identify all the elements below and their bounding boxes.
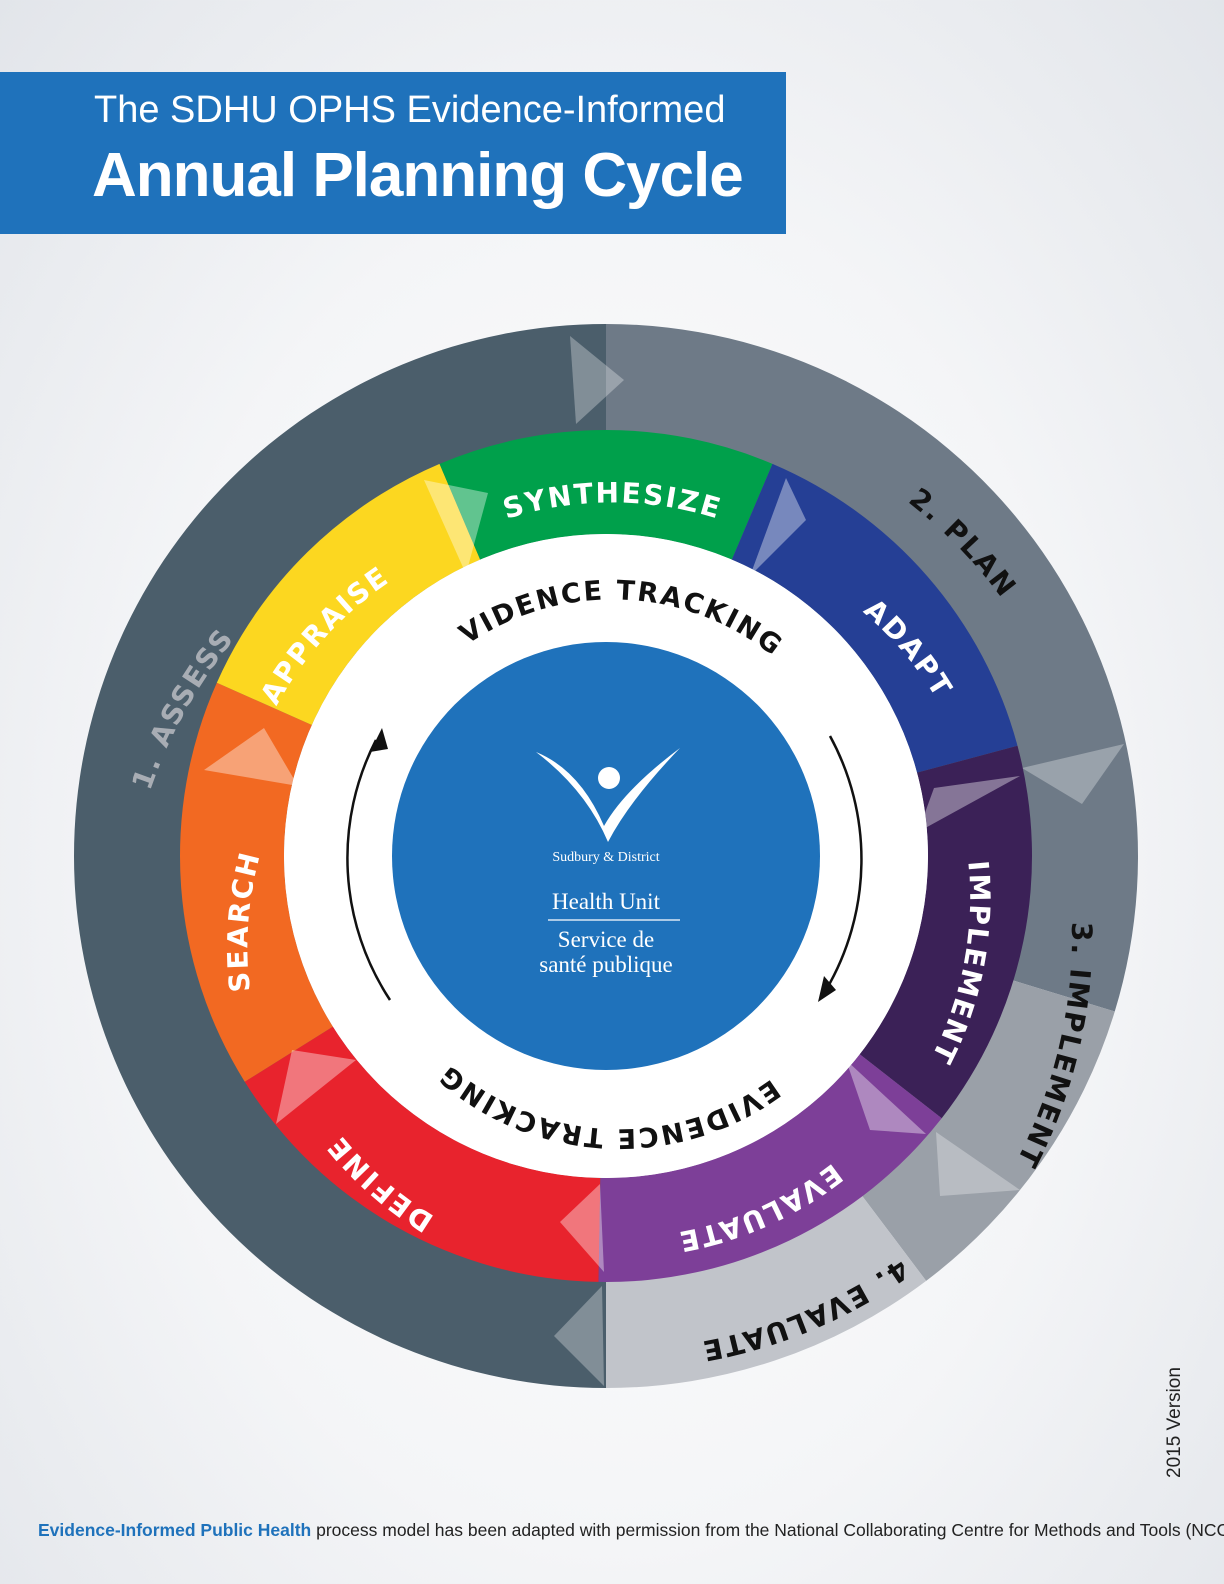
middle-segment-implement <box>859 745 1032 1119</box>
cycle-arrow-right <box>824 735 863 991</box>
center-logo-disc <box>392 642 820 1070</box>
logo-text-health-unit: Health Unit <box>552 889 661 914</box>
logo-head-icon <box>598 767 620 789</box>
cycle-arrow-left <box>346 739 392 1001</box>
footer-credit: Evidence-Informed Public Health process … <box>38 1520 1224 1541</box>
cycle-arrowhead-left <box>370 728 388 752</box>
outer-segment-assess <box>74 324 606 1388</box>
outer-chevrons <box>554 336 1124 1386</box>
logo-text-service: Service de <box>558 927 654 952</box>
middle-segment-define <box>244 1026 601 1282</box>
title-banner: The SDHU OPHS Evidence-Informed Annual P… <box>0 72 786 234</box>
footer-highlight: Evidence-Informed Public Health <box>38 1520 312 1540</box>
title-subheading: The SDHU OPHS Evidence-Informed <box>94 89 726 131</box>
footer-text: process model has been adapted with perm… <box>311 1520 1224 1540</box>
health-unit-logo: Sudbury & District Health Unit Service d… <box>536 748 680 977</box>
middle-segment-adapt <box>731 463 1018 773</box>
logo-figure-icon <box>536 748 680 842</box>
version-label: 2015 Version <box>1164 1367 1185 1478</box>
middle-chevrons <box>204 478 1020 1272</box>
logo-text-district: Sudbury & District <box>552 850 659 865</box>
logo-text-sante: santé publique <box>539 952 673 977</box>
middle-segment-search <box>179 682 333 1082</box>
middle-segment-evaluate <box>598 1054 942 1282</box>
middle-ring <box>179 430 1032 1282</box>
cycle-arrowhead-right <box>818 976 836 1002</box>
page-title: Annual Planning Cycle <box>92 141 744 210</box>
middle-segment-appraise <box>216 463 481 726</box>
middle-segment-synthesize <box>439 430 773 560</box>
